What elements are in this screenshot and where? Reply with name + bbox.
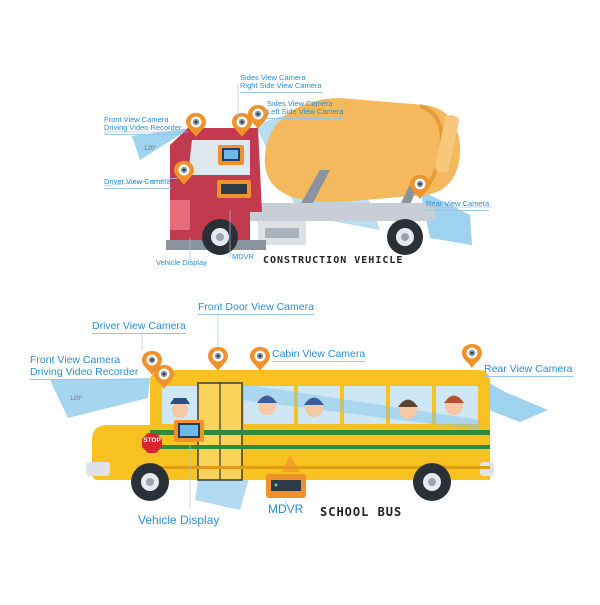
stop-sign [142,433,162,453]
truck-mdvr-unit [217,180,251,198]
truck-label-sides-view: Sides View Camera [240,73,306,82]
front-camera-beam [132,128,190,160]
bus-label-vehicle-display: Vehicle Display [138,513,220,527]
truck-label-left-side-view: Left Side View Camera [267,107,344,119]
bus-cabin-camera-beam [242,384,480,430]
truck-chassis [250,203,435,221]
mixer-drum [264,98,460,203]
bus-door-camera-marker [208,347,228,371]
truck-label-front-view: Front View Camera [104,115,169,124]
truck-angle-label: 120° [144,146,157,152]
bus-label-front-door-view: Front Door View Camera [198,301,314,316]
construction-vehicle-title: CONSTRUCTION VEHICLE [263,255,404,266]
bus-driver [170,398,190,418]
bus-stripe [150,430,490,435]
bus-mdvr-unit [266,455,306,498]
stop-sign-label: STOP [143,437,161,444]
bus-vehicle-display [174,420,204,442]
truck-label-vehicle-display: Vehicle Display [156,258,207,267]
bus-label-cabin-view: Cabin View Camera [272,348,366,363]
bus-wheel-front [131,463,169,501]
truck-label-driver-view: Driver View Camera [104,177,171,189]
bus-window [344,386,386,424]
truck-label-mdvr: MDVR [232,252,255,261]
bus-cabin-camera-marker [250,347,270,371]
bus-label-mdvr: MDVR [268,502,304,516]
passengers [257,395,464,419]
bus-angle-label: 120° [70,396,83,402]
truck-vehicle-display [218,145,244,165]
bus-label-front-view: Front View Camera [30,354,121,366]
bus-label-driving-recorder: Driving Video Recorder [30,366,139,381]
bus-rear-camera-marker [462,344,482,368]
truck-wheel-front [202,219,238,255]
school-bus [50,313,548,510]
truck-label-sides-view-2: Sides View Camera [267,99,333,108]
bus-wheel-rear [413,463,451,501]
truck-wheel-rear [387,219,423,255]
construction-vehicle [103,84,492,262]
bus-label-driver-view: Driver View Camera [92,320,186,335]
truck-label-rear-view: Rear View Camera [426,199,490,211]
truck-label-right-side-view: Right Side View Camera [240,81,322,93]
bus-label-rear-view: Rear View Camera [484,363,573,378]
school-bus-title: SCHOOL BUS [320,505,403,519]
truck-label-driving-recorder: Driving Video Recorder [104,123,182,135]
bus-front-camera-beam [50,378,150,418]
